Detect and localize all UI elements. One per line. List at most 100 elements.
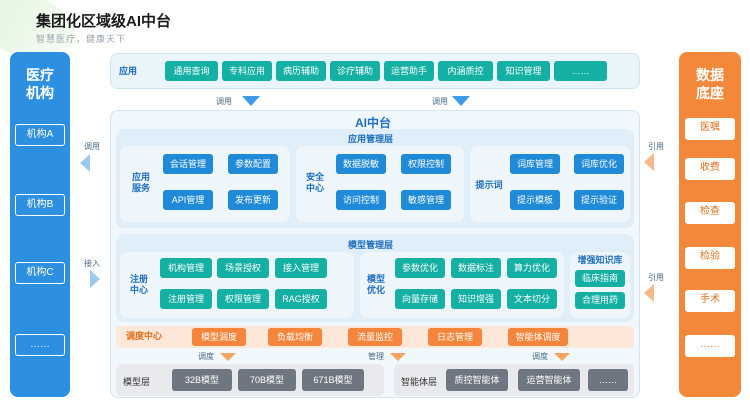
qc-agent-button[interactable]: 质控智能体 xyxy=(446,369,508,391)
institutions-title-1: 医疗 xyxy=(26,67,54,83)
app-ops-assistant[interactable]: 运营助手 xyxy=(384,61,434,81)
model-671b-button[interactable]: 671B模型 xyxy=(302,369,364,391)
permission-mgmt-button[interactable]: 权限管理 xyxy=(217,289,269,309)
app-quality-control[interactable]: 内涵质控 xyxy=(438,61,493,81)
ops-agent-button[interactable]: 运营智能体 xyxy=(518,369,580,391)
load-balance-button[interactable]: 负载均衡 xyxy=(268,328,322,346)
agent-schedule-button[interactable]: 智能体调度 xyxy=(508,328,568,346)
compute-optimize-button[interactable]: 算力优化 xyxy=(507,258,557,278)
institutions-title-2: 机构 xyxy=(26,85,54,101)
app-management-title: 应用管理层 xyxy=(348,134,394,144)
institution-more[interactable]: …… xyxy=(15,334,65,356)
traffic-monitor-button[interactable]: 流量监控 xyxy=(348,328,402,346)
medical-institutions-panel: 医疗 机构 机构A 机构B 机构C …… xyxy=(10,52,70,397)
right-ref-note-2: 引用 xyxy=(648,273,664,282)
model-schedule-button[interactable]: 模型调度 xyxy=(192,328,246,346)
data-lab-tests[interactable]: 检验 xyxy=(685,247,735,269)
model-optimize-group: 模型 优化 参数优化 数据标注 算力优化 向量存储 知识增强 文本切分 xyxy=(360,252,564,318)
page-subtitle: 智慧医疗，健康天下 xyxy=(36,34,127,44)
app-general-query[interactable]: 通用查询 xyxy=(165,61,218,81)
rational-drug-button[interactable]: 合理用药 xyxy=(575,292,625,309)
agent-layer-label: 智能体层 xyxy=(401,377,438,387)
text-chunk-button[interactable]: 文本切分 xyxy=(507,289,557,309)
foundation-title-2: 底座 xyxy=(696,85,724,101)
right-ref-arrow-1 xyxy=(644,153,654,171)
schedule-center-label: 调度中心 xyxy=(126,331,163,341)
app-record-assist[interactable]: 病历辅助 xyxy=(276,61,326,81)
call-arrow-1 xyxy=(242,96,260,106)
prompt-group: 提示词 词库管理 词库优化 提示模板 提示验证 xyxy=(470,146,630,222)
scene-auth-button[interactable]: 场景授权 xyxy=(217,258,269,278)
call-note-1: 调用 xyxy=(216,97,232,106)
schedule-arrow-1 xyxy=(220,353,236,361)
schedule-note-2: 调度 xyxy=(532,352,548,361)
param-config-button[interactable]: 参数配置 xyxy=(228,154,278,174)
knowledge-base-title: 增强知识库 xyxy=(577,255,623,265)
param-optimize-button[interactable]: 参数优化 xyxy=(395,258,445,278)
app-knowledge-mgmt[interactable]: 知识管理 xyxy=(497,61,550,81)
data-exams[interactable]: 检查 xyxy=(685,202,735,224)
model-32b-button[interactable]: 32B模型 xyxy=(172,369,232,391)
permission-control-button[interactable]: 权限控制 xyxy=(401,154,451,174)
app-label: 应用 xyxy=(119,66,138,76)
model-management-title: 模型管理层 xyxy=(348,240,394,250)
foundation-title-1: 数据 xyxy=(696,67,724,83)
rag-auth-button[interactable]: RAG授权 xyxy=(275,289,327,309)
app-more[interactable]: …… xyxy=(554,61,607,81)
data-masking-button[interactable]: 数据脱敏 xyxy=(336,154,386,174)
agent-layer: 智能体层 质控智能体 运营智能体 …… xyxy=(394,364,634,396)
api-mgmt-button[interactable]: API管理 xyxy=(163,190,213,210)
org-mgmt-button[interactable]: 机构管理 xyxy=(160,258,212,278)
release-update-button[interactable]: 发布更新 xyxy=(228,190,278,210)
data-charges[interactable]: 收费 xyxy=(685,158,735,180)
registry-center-group: 注册 中心 机构管理 场景授权 接入管理 注册管理 权限管理 RAG授权 xyxy=(120,252,354,318)
security-center-group: 安全 中心 数据脱敏 权限控制 访问控制 敏感管理 xyxy=(296,146,464,222)
application-row: 应用 通用查询 专科应用 病历辅助 诊疗辅助 运营助手 内涵质控 知识管理 …… xyxy=(110,53,640,89)
lexicon-optimize-button[interactable]: 词库优化 xyxy=(574,154,624,174)
right-ref-note-1: 引用 xyxy=(648,142,664,151)
prompt-label: 提示词 xyxy=(475,180,503,190)
app-specialty[interactable]: 专科应用 xyxy=(222,61,272,81)
institution-b[interactable]: 机构B xyxy=(15,194,65,216)
registry-center-label: 注册 中心 xyxy=(129,274,148,295)
data-surgery[interactable]: 手术 xyxy=(685,290,735,312)
manage-arrow xyxy=(390,353,406,361)
schedule-note-1: 调度 xyxy=(198,352,214,361)
data-labeling-button[interactable]: 数据标注 xyxy=(451,258,501,278)
schedule-arrow-2 xyxy=(554,353,570,361)
page-title: 集团化区域级AI中台 xyxy=(36,13,172,30)
knowledge-enhance-button[interactable]: 知识增强 xyxy=(451,289,501,309)
schedule-center-row: 调度中心 模型调度 负载均衡 流量监控 日志管理 智能体调度 xyxy=(116,326,634,348)
sensitive-mgmt-button[interactable]: 敏感管理 xyxy=(401,190,451,210)
left-call-note: 调用 xyxy=(84,142,100,151)
access-mgmt-button[interactable]: 接入管理 xyxy=(275,258,327,278)
data-more[interactable]: …… xyxy=(685,335,735,357)
institution-a[interactable]: 机构A xyxy=(15,124,65,146)
log-mgmt-button[interactable]: 日志管理 xyxy=(428,328,482,346)
manage-note: 管理 xyxy=(368,352,384,361)
clinical-guide-button[interactable]: 临床指南 xyxy=(575,270,625,287)
institution-c[interactable]: 机构C xyxy=(15,262,65,284)
model-layer: 模型层 32B模型 70B模型 671B模型 xyxy=(116,364,384,396)
prompt-template-button[interactable]: 提示模板 xyxy=(510,190,560,210)
data-foundation-panel: 数据 底座 医嘱 收费 检查 检验 手术 …… xyxy=(679,52,741,397)
app-diagnosis-assist[interactable]: 诊疗辅助 xyxy=(330,61,380,81)
security-center-label: 安全 中心 xyxy=(305,172,324,193)
left-call-arrow xyxy=(80,154,90,172)
knowledge-base-group: 增强知识库 临床指南 合理用药 xyxy=(570,252,630,318)
agent-more-button[interactable]: …… xyxy=(588,369,628,391)
session-mgmt-button[interactable]: 会话管理 xyxy=(163,154,213,174)
model-70b-button[interactable]: 70B模型 xyxy=(238,369,296,391)
access-control-button[interactable]: 访问控制 xyxy=(336,190,386,210)
data-orders[interactable]: 医嘱 xyxy=(685,118,735,140)
ai-platform-title: AI中台 xyxy=(355,116,392,130)
prompt-validate-button[interactable]: 提示验证 xyxy=(574,190,624,210)
model-layer-label: 模型层 xyxy=(123,377,151,387)
left-in-arrow xyxy=(90,270,100,288)
lexicon-mgmt-button[interactable]: 词库管理 xyxy=(510,154,560,174)
app-service-group: 应用 服务 会话管理 参数配置 API管理 发布更新 xyxy=(120,146,290,222)
call-arrow-2 xyxy=(452,96,470,106)
vector-storage-button[interactable]: 向量存储 xyxy=(395,289,445,309)
register-mgmt-button[interactable]: 注册管理 xyxy=(160,289,212,309)
app-service-label: 应用 服务 xyxy=(131,172,150,193)
